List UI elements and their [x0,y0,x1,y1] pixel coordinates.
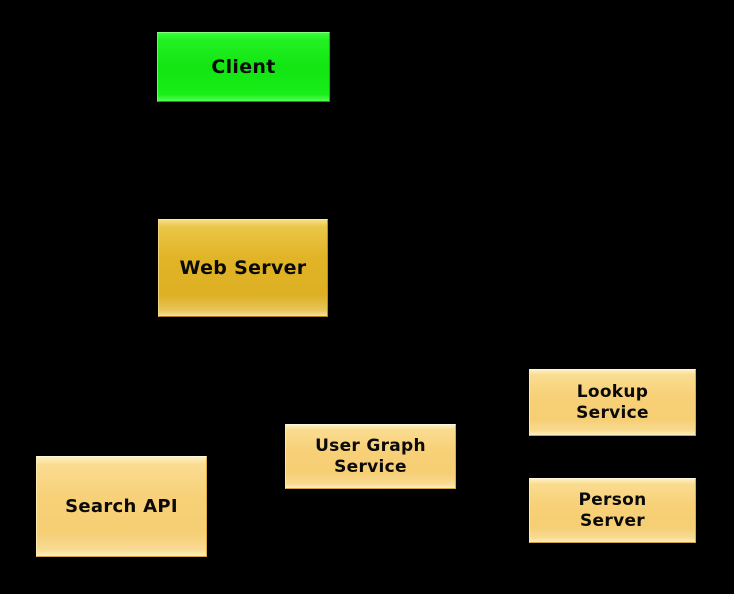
node-client[interactable]: Client [157,32,330,102]
node-person-server[interactable]: Person Server [529,478,696,543]
node-web-server[interactable]: Web Server [158,219,328,317]
node-lookup-service-label: Lookup Service [576,382,649,423]
node-web-server-label: Web Server [179,256,307,279]
node-lookup-service[interactable]: Lookup Service [529,369,696,436]
node-user-graph-service[interactable]: User Graph Service [285,424,456,489]
node-person-server-label: Person Server [578,490,647,531]
node-search-api[interactable]: Search API [36,456,207,557]
node-user-graph-service-label: User Graph Service [315,436,426,477]
node-client-label: Client [211,55,276,78]
node-search-api-label: Search API [65,495,178,517]
